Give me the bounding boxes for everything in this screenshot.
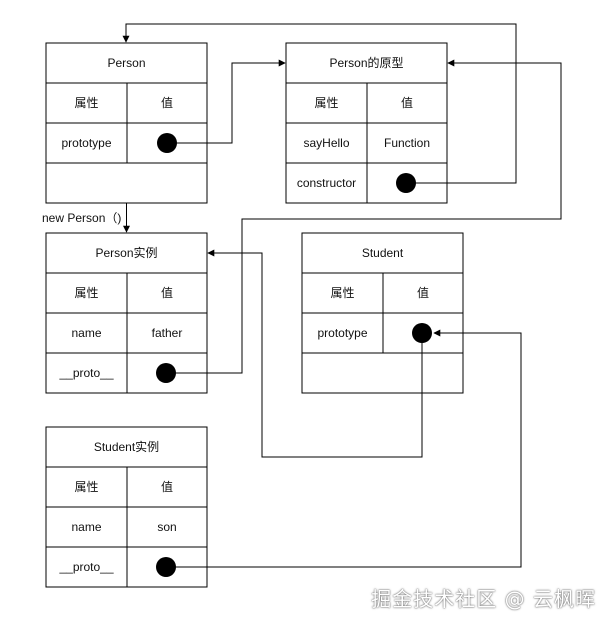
person-proto-box: Person的原型 属性 值 sayHello Function constru… <box>285 42 448 204</box>
student-empty-cell <box>301 352 464 394</box>
person-proto-sayhello-key-cell <box>285 122 368 164</box>
person-val-header: 值 <box>161 95 173 110</box>
student-val-header-cell <box>382 272 464 314</box>
person-instance-name-val: father <box>152 326 183 340</box>
new-person-label: new Person（) <box>42 211 121 225</box>
person-attr-header: 属性 <box>74 96 98 110</box>
person-proto-attr-header: 属性 <box>314 96 338 110</box>
student-instance-proto-arrow <box>166 329 522 568</box>
person-instance-name-key: name <box>71 326 101 340</box>
person-proto-title-cell <box>285 42 448 84</box>
person-proto-constructor-key-cell <box>285 162 368 204</box>
person-instance-attr-header: 属性 <box>74 286 98 300</box>
person-proto-sayhello-val: Function <box>384 136 430 150</box>
student-prototype-arrow <box>207 249 423 458</box>
person-proto-val-header: 值 <box>401 95 413 110</box>
student-instance-val-header: 值 <box>161 479 173 494</box>
person-proto-val-header-cell <box>366 82 448 124</box>
student-instance-proto-key: __proto__ <box>58 560 113 574</box>
person-instance-title: Person实例 <box>95 245 157 260</box>
constructor-arrow <box>122 23 517 184</box>
person-box: Person 属性 值 prototype <box>45 42 208 204</box>
student-title: Student <box>362 246 404 260</box>
person-proto-constructor-key: constructor <box>297 176 356 190</box>
student-title-cell <box>301 232 464 274</box>
person-instance-box: Person实例 属性 值 name father __proto__ <box>45 232 208 394</box>
person-proto-sayhello-key: sayHello <box>303 136 349 150</box>
person-instance-proto-key: __proto__ <box>58 366 113 380</box>
student-instance-title: Student实例 <box>94 439 159 454</box>
student-attr-header: 属性 <box>330 286 354 300</box>
person-instance-proto-key-cell <box>45 352 128 394</box>
student-val-header: 值 <box>417 285 429 300</box>
student-instance-name-key-cell <box>45 506 128 548</box>
student-instance-name-val: son <box>157 520 176 534</box>
student-instance-title-cell <box>45 426 208 468</box>
person-proto-title: Person的原型 <box>329 55 403 70</box>
person-instance-val-header: 值 <box>161 285 173 300</box>
student-prototype-key: prototype <box>317 326 367 340</box>
student-box: Student 属性 值 prototype <box>301 232 464 394</box>
student-instance-attr-header: 属性 <box>74 480 98 494</box>
person-attr-header-cell <box>45 82 128 124</box>
person-proto-attr-header-cell <box>285 82 368 124</box>
person-title-cell <box>45 42 208 84</box>
person-val-header-cell <box>126 82 208 124</box>
person-instance-attr-header-cell <box>45 272 128 314</box>
person-prototype-arrow <box>167 59 286 144</box>
person-title: Person <box>107 56 145 70</box>
watermark: 掘金技术社区 @ 云枫晖 <box>371 587 596 611</box>
person-empty-cell <box>45 162 208 204</box>
person-prototype-key: prototype <box>61 136 111 150</box>
student-instance-box: Student实例 属性 值 name son __proto__ <box>45 426 208 588</box>
person-instance-proto-arrow <box>166 59 562 374</box>
student-instance-proto-key-cell <box>45 546 128 588</box>
student-attr-header-cell <box>301 272 384 314</box>
student-instance-name-key: name <box>71 520 101 534</box>
person-instance-title-cell <box>45 232 208 274</box>
student-instance-name-val-cell <box>126 506 208 548</box>
